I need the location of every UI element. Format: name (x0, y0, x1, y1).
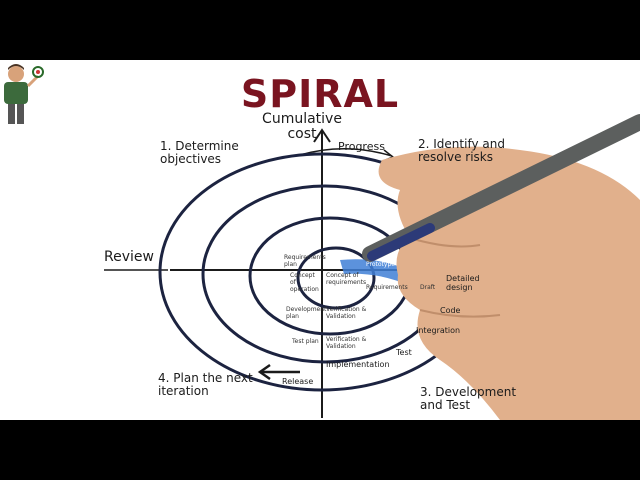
label-concept-of-operation: Concept of operation (290, 272, 319, 293)
spiral-ring-1 (296, 246, 376, 310)
whiteboard: SPIRAL (0, 60, 640, 420)
label-verification-validation-2: Verification & Validation (326, 336, 367, 350)
label-implementation: Implementation (326, 360, 390, 369)
review-label: Review (104, 249, 154, 265)
vertical-axis-arrow (313, 128, 331, 143)
label-concept-of-requirements: Concept of requirements (326, 272, 367, 286)
label-requirements-plan: Requirements plan (284, 254, 326, 268)
label-test: Test (396, 348, 412, 357)
label-development-plan: Development plan (286, 306, 327, 320)
label-release: Release (282, 377, 314, 386)
y-axis-label: Cumulative cost (262, 111, 342, 142)
quadrant-2-label: 2. Identify and resolve risks (418, 137, 505, 164)
prototype-highlight (340, 259, 412, 286)
label-draft: Draft (420, 284, 436, 291)
label-requirements: Requirements (366, 284, 408, 291)
label-integration: Integration (416, 326, 461, 335)
label-code: Code (440, 306, 461, 315)
quadrant-1-label: 1. Determine objectives (160, 139, 239, 166)
label-prototype: Prototype (366, 261, 395, 268)
label-verification-validation-1: Verification & Validation (326, 306, 367, 320)
label-test-plan: Test plan (292, 338, 319, 345)
spiral-diagram (104, 114, 640, 420)
quadrant-3-label: 3. Development and Test (420, 385, 517, 412)
progress-arrow (299, 148, 393, 157)
progress-label: Progress (338, 140, 385, 153)
label-detailed-design: Detailed design (446, 274, 480, 292)
diagram-title: SPIRAL (240, 72, 400, 116)
quadrant-4-label: 4. Plan the next iteration (158, 371, 253, 398)
instructor-avatar-icon (4, 64, 44, 124)
